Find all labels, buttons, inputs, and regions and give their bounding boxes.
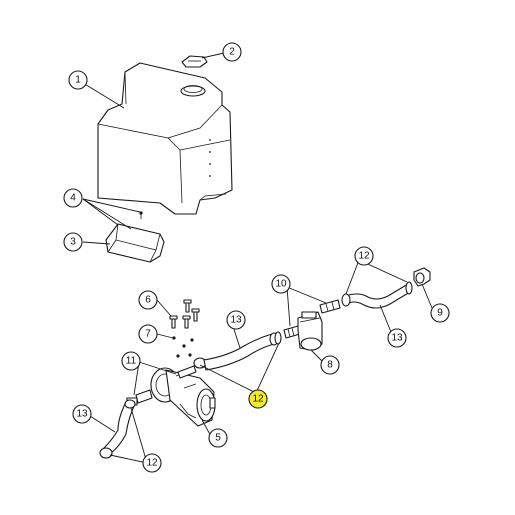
callout-13-right: 13 [387,328,407,348]
svg-text:8: 8 [327,360,333,371]
svg-text:6: 6 [145,295,151,306]
svg-text:9: 9 [437,308,443,319]
callout-10: 10 [271,274,291,294]
svg-text:1: 1 [75,75,81,86]
svg-text:4: 4 [70,193,76,204]
bolts-6 [169,299,200,329]
callout-2: 2 [222,42,242,62]
callout-12-bottom-left: 12 [142,453,162,473]
tank-part [97,62,233,215]
callout-13-center: 13 [226,310,246,330]
hose-13-center [203,332,279,371]
callout-12-highlighted[interactable]: 12 [248,389,268,409]
svg-text:12: 12 [252,394,264,405]
fitting-10-right [319,299,341,314]
cap-part [181,55,208,68]
svg-text:7: 7 [145,329,151,340]
callout-9: 9 [430,303,450,323]
elbow-part [413,267,431,287]
svg-text:13: 13 [230,315,242,326]
callout-12-top-right: 12 [354,246,374,266]
callout-11: 11 [121,351,141,371]
svg-text:12: 12 [146,458,158,469]
callout-5: 5 [208,428,228,448]
clamp-12-right [405,281,413,295]
svg-text:11: 11 [126,356,137,367]
clamp-12-center [274,331,282,345]
pump-part [150,367,216,427]
bracket-part [105,223,165,263]
callout-8: 8 [320,355,340,375]
callout-13-lower-left: 13 [72,404,92,424]
callout-1: 1 [68,70,88,90]
nuts-7 [172,336,194,358]
hose-13-right [341,283,411,309]
callout-3: 3 [63,232,83,252]
callout-7: 7 [138,324,158,344]
svg-text:10: 10 [275,279,287,290]
svg-text:13: 13 [391,333,403,344]
svg-text:12: 12 [358,251,370,262]
svg-text:13: 13 [76,409,88,420]
svg-text:3: 3 [70,237,76,248]
hose-13-lower [99,399,136,459]
svg-text:5: 5 [215,433,221,444]
callout-4: 4 [63,188,83,208]
svg-text:2: 2 [229,47,235,58]
pump-outlet-fitting [177,357,207,379]
leader-lines [82,52,433,464]
callout-6: 6 [138,290,158,310]
filter-part [297,311,323,351]
